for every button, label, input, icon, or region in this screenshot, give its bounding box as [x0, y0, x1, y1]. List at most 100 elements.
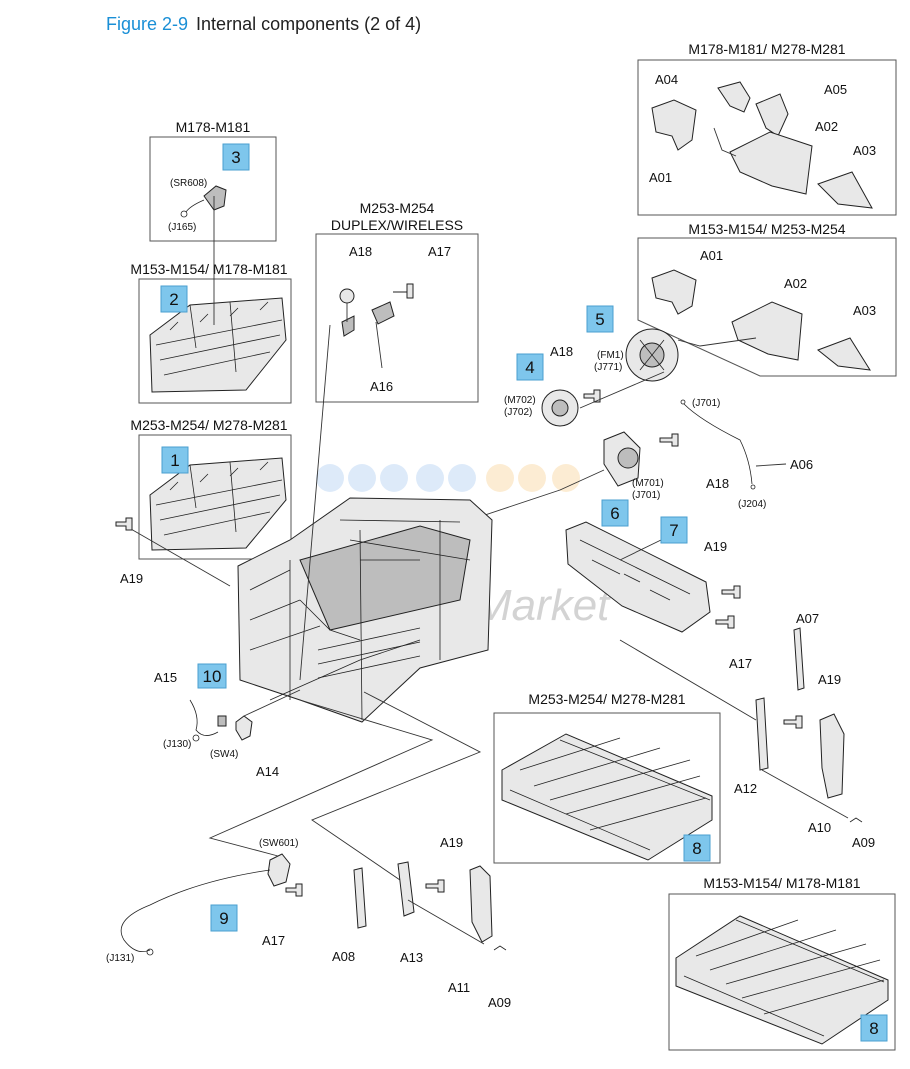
callout-5: 5 [586, 305, 614, 333]
sw601-part [267, 853, 291, 887]
bracket-a14 [235, 715, 253, 741]
tray-box-b: M153-M154/ M178-M181 [668, 875, 896, 1051]
screw-a17-7 [715, 615, 735, 629]
switch-sw4: A15 (J130) (SW4) A14 [154, 670, 301, 779]
screw-a19-left [115, 517, 133, 531]
label-a11: A11 [448, 980, 470, 995]
label-a18-6: A18 [706, 476, 729, 491]
part-a02-top [729, 131, 813, 195]
top-right-title-a: M178-M181/ M278-M281 [688, 41, 845, 57]
clip-a09-bottom [493, 945, 507, 951]
part-a05 [755, 93, 789, 137]
duplex-title-2: DUPLEX/WIRELESS [331, 217, 463, 233]
callout-4: 4 [516, 353, 544, 381]
switch-sw601: (SW601) A17 (J131) [106, 699, 434, 964]
label-j701-top: (J701) [692, 398, 720, 409]
callout-7-number: 7 [669, 521, 678, 540]
label-a13: A13 [400, 950, 423, 965]
screw-a18-motor [583, 389, 601, 403]
label-j702: (J702) [504, 407, 532, 418]
fuser-m178-box: M178-M181 (SR608) (J165) [149, 119, 277, 242]
fuser-m153-title: M153-M154/ M178-M181 [130, 261, 287, 277]
label-a01-top: A01 [649, 170, 672, 185]
label-a19-right: A19 [818, 672, 841, 687]
fuser-unit-1 [149, 457, 287, 551]
label-a16: A16 [370, 379, 393, 394]
label-a04: A04 [655, 72, 678, 87]
part-a03-top [817, 171, 873, 209]
screw-a19-7 [721, 585, 741, 599]
callout-6: 6 [601, 499, 629, 527]
screw-a19-right [783, 715, 803, 729]
tray-a-title: M253-M254/ M278-M281 [528, 691, 685, 707]
label-a02-mid: A02 [784, 276, 807, 291]
motor-m701: (J701) A06 (M701) (J701) A18 (J204) [603, 398, 813, 510]
callout-9-number: 9 [219, 909, 228, 928]
callout-3-number: 3 [231, 148, 240, 167]
top-right-title-b: M153-M154/ M253-M254 [688, 221, 845, 237]
duplex-wireless-box: M253-M254 DUPLEX/WIRELESS A18 A17 A16 [315, 200, 479, 403]
screw-a19-bottom [425, 879, 445, 893]
clip-a09-right [849, 817, 863, 823]
fuser-m178-title: M178-M181 [176, 119, 251, 135]
callout-8b-number: 8 [869, 1019, 878, 1038]
callout-8a-number: 8 [692, 839, 701, 858]
part-a04 [717, 81, 751, 113]
label-a03-mid: A03 [853, 303, 876, 318]
label-a19-bottom: A19 [440, 835, 463, 850]
label-a09-bottom: A09 [488, 995, 511, 1010]
label-j771: (J771) [594, 362, 622, 373]
screw-a18-duplex [339, 288, 355, 304]
toner-tray-b [675, 915, 889, 1045]
fuser-m153-box: M153-M154/ M178-M181 [130, 261, 292, 404]
bracket-a12 [755, 697, 769, 771]
label-a12: A12 [734, 781, 757, 796]
figure-number: Figure 2-9 [106, 14, 189, 34]
label-a17-7: A17 [729, 656, 752, 671]
top-right-box-b: M153-M154/ M253-M254 A01 A02 A03 [637, 221, 897, 377]
bracket-a08 [353, 867, 367, 929]
sw4-part [217, 715, 227, 727]
callout-9: 9 [210, 904, 238, 932]
label-j130: (J130) [163, 739, 191, 750]
drive-assembly: A19 A17 [565, 521, 752, 671]
fan-fm1: (FM1) (J771) [594, 328, 679, 382]
callout-3: 3 [222, 143, 250, 171]
toner-tray-a [501, 733, 713, 861]
label-sr608: (SR608) [170, 178, 207, 189]
bracket-a10 [819, 713, 845, 799]
label-a18-motor: A18 [550, 344, 573, 359]
label-a09-right: A09 [852, 835, 875, 850]
callout-2: 2 [160, 285, 188, 313]
fuser-m253-title: M253-M254/ M278-M281 [130, 417, 287, 433]
callout-4-number: 4 [525, 358, 534, 377]
bracket-a07 [793, 627, 805, 691]
label-a15: A15 [154, 670, 177, 685]
bracket-a16 [341, 301, 395, 337]
label-a17-duplex: A17 [428, 244, 451, 259]
label-a10: A10 [808, 820, 831, 835]
label-j131: (J131) [106, 953, 134, 964]
label-m702: (M702) [504, 395, 536, 406]
label-a19-7: A19 [704, 539, 727, 554]
label-a18-duplex: A18 [349, 244, 372, 259]
label-a05: A05 [824, 82, 847, 97]
top-right-box-a: M178-M181/ M278-M281 A04 A05 A02 A01 A03 [637, 41, 897, 216]
label-a19-left: A19 [120, 571, 143, 586]
label-j165: (J165) [168, 222, 196, 233]
bottom-brackets: A19 A08 A13 A11 A09 [311, 691, 511, 1010]
label-a14: A14 [256, 764, 279, 779]
part-a02-mid [731, 301, 803, 361]
screw-a17-9 [285, 883, 303, 897]
fuser-m253-box: M253-M254/ M278-M281 [130, 417, 292, 560]
callout-10-number: 10 [203, 667, 222, 686]
fuser-unit-2 [149, 297, 287, 393]
label-j701: (J701) [632, 490, 660, 501]
part-a03-mid [817, 337, 871, 371]
motor-m702: A18 (M702) (J702) [504, 344, 601, 427]
callout-6-number: 6 [610, 504, 619, 523]
label-sw4: (SW4) [210, 749, 238, 760]
screw-a17-duplex [393, 283, 414, 299]
sensor-sr608-part [203, 185, 227, 211]
label-a02-top: A02 [815, 119, 838, 134]
